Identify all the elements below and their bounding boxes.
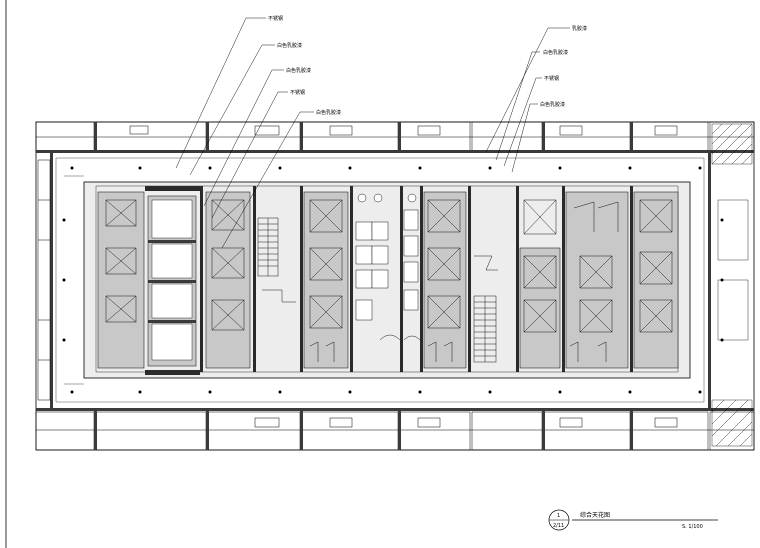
- column-markers: [62, 166, 724, 394]
- callout-right-1: 乳胶漆: [572, 25, 587, 32]
- drawing-scale: S. 1/100: [682, 524, 703, 530]
- ceiling-light-fixtures: [105, 199, 673, 333]
- drawing-title: 综合天花图: [580, 511, 610, 519]
- door-swings: [309, 201, 619, 362]
- callout-left-3: 白色乳胶漆: [286, 67, 311, 74]
- leader-lines-left: [175, 17, 314, 249]
- restroom-stalls: [355, 193, 421, 341]
- callout-left-5: 白色乳胶漆: [316, 109, 341, 116]
- callout-right-4: 白色乳胶漆: [540, 101, 565, 108]
- leader-lines-right: [485, 27, 570, 173]
- bottom-perimeter-bays: [35, 411, 755, 451]
- callout-right-3: 不锈钢: [544, 75, 559, 82]
- callout-left-2: 白色乳胶漆: [277, 42, 302, 49]
- perimeter-detail-lines: [55, 157, 705, 403]
- lift-lobby-grid: [151, 199, 193, 361]
- top-perimeter-bays: [35, 121, 755, 153]
- structural-bands: [36, 122, 754, 450]
- callout-left-1: 不锈钢: [268, 15, 283, 22]
- room-partitions: [145, 186, 633, 375]
- title-sheet-number: 2/11: [553, 523, 564, 529]
- stair-right: [473, 255, 498, 363]
- lift-lobby-bands: [148, 240, 196, 323]
- left-side-rooms: [37, 159, 51, 401]
- title-drawing-number: 1: [557, 513, 560, 519]
- stair-left: [257, 217, 296, 303]
- callout-right-2: 白色乳胶漆: [543, 49, 568, 56]
- callout-left-4: 不锈钢: [290, 89, 305, 96]
- right-hatched-wall: [711, 123, 753, 447]
- title-block: 1 2/11 综合天花图 S. 1/100: [548, 509, 718, 531]
